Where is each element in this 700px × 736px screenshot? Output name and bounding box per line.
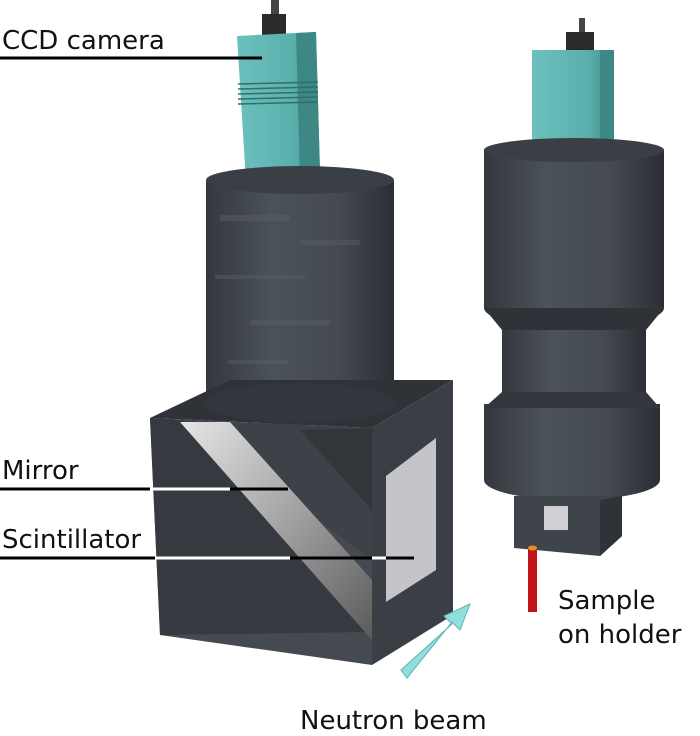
right-bottom-block xyxy=(514,496,622,556)
ccd-camera-label: CCD camera xyxy=(2,26,165,56)
mirror-plane xyxy=(180,422,372,640)
neutron-beam-label: Neutron beam xyxy=(300,706,487,731)
right-neck-cylinder xyxy=(484,308,664,412)
ccd-camera xyxy=(237,32,320,182)
sample-holder-rod xyxy=(528,545,537,612)
scintillator-label: Scintillator xyxy=(2,525,141,555)
right-camera-connector xyxy=(566,18,594,52)
camera-connector xyxy=(262,0,286,36)
leader-lines xyxy=(0,56,414,560)
lens-housing-cylinder xyxy=(206,166,394,425)
mirror-box xyxy=(150,380,453,665)
left-detector-assembly xyxy=(150,0,453,665)
right-upper-cylinder xyxy=(484,138,664,328)
scintillator-plate xyxy=(386,438,436,602)
right-ccd-camera xyxy=(532,50,614,148)
mirror-label: Mirror xyxy=(2,456,79,486)
right-detector-assembly xyxy=(484,18,664,612)
sample-label-line1: Sample xyxy=(558,586,656,616)
sample-label-line2: on holder xyxy=(558,620,682,650)
neutron-beam-arrow xyxy=(400,603,471,679)
right-lower-cylinder xyxy=(484,392,660,500)
